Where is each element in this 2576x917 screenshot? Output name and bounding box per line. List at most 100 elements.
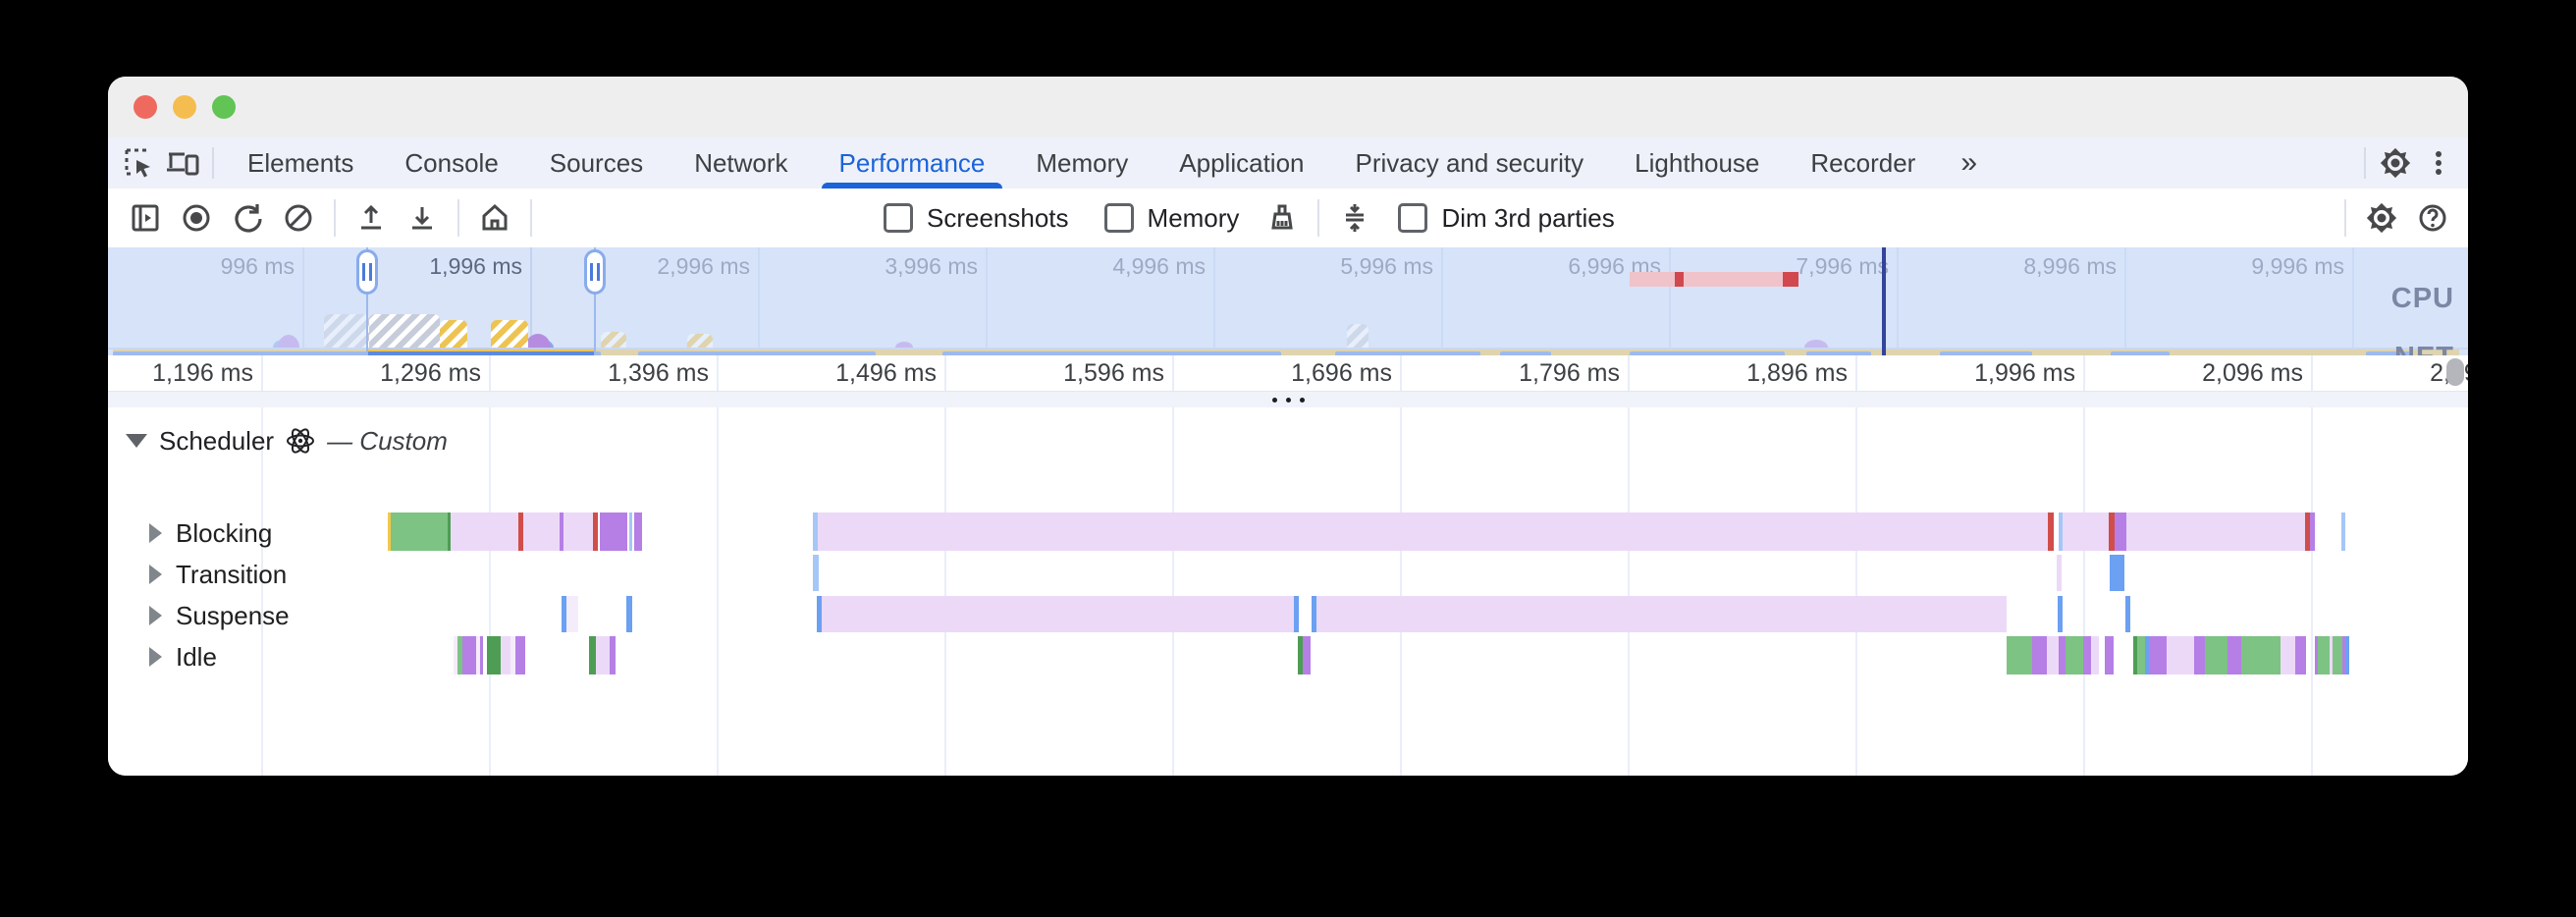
flamechart-entry[interactable] bbox=[566, 596, 578, 632]
flamechart-entry[interactable] bbox=[2149, 636, 2167, 674]
inspect-icon[interactable] bbox=[118, 141, 161, 185]
flamechart-entry[interactable] bbox=[822, 596, 1294, 632]
track-row-blocking[interactable]: Blocking bbox=[149, 513, 272, 553]
flamechart-entry[interactable] bbox=[2167, 636, 2194, 674]
flamechart-entry[interactable] bbox=[610, 636, 616, 674]
save-profile-icon[interactable] bbox=[397, 194, 448, 242]
flamechart-entry[interactable] bbox=[2126, 512, 2305, 551]
tab-privacy-and-security[interactable]: Privacy and security bbox=[1355, 147, 1584, 178]
flamechart-entry[interactable] bbox=[2110, 555, 2124, 591]
flamechart-entry[interactable] bbox=[2059, 636, 2066, 674]
memory-checkbox[interactable]: Memory bbox=[1103, 203, 1239, 234]
collapse-triangle-icon[interactable] bbox=[126, 434, 147, 448]
flamechart-entry[interactable] bbox=[476, 636, 480, 674]
flamechart-entry[interactable] bbox=[2133, 636, 2137, 674]
memory-checkbox-box[interactable] bbox=[1103, 203, 1134, 233]
flamechart-entry[interactable] bbox=[2109, 512, 2115, 551]
flamechart-entry[interactable] bbox=[2241, 636, 2281, 674]
flamechart-entry[interactable] bbox=[2058, 596, 2063, 632]
flamechart-entry[interactable] bbox=[2305, 512, 2310, 551]
flamechart-entry[interactable] bbox=[560, 512, 564, 551]
flamechart-entry[interactable] bbox=[813, 555, 819, 591]
screenshots-checkbox-box[interactable] bbox=[884, 203, 913, 233]
flamechart-entry[interactable] bbox=[2333, 636, 2342, 674]
flamechart-entry[interactable] bbox=[600, 512, 627, 551]
flamechart-entry[interactable] bbox=[2145, 636, 2149, 674]
flamechart-entry[interactable] bbox=[1298, 636, 1303, 674]
flamechart-entry[interactable] bbox=[634, 512, 642, 551]
flamechart-entry[interactable] bbox=[818, 512, 2048, 551]
flamechart-entry[interactable] bbox=[2281, 636, 2295, 674]
flamechart-entry[interactable] bbox=[391, 512, 448, 551]
flamechart-entry[interactable] bbox=[2137, 636, 2145, 674]
timeline-overview[interactable]: 996 ms1,996 ms2,996 ms3,996 ms4,996 ms5,… bbox=[108, 247, 2468, 355]
flamechart-entry[interactable] bbox=[515, 636, 525, 674]
flamechart-entry[interactable] bbox=[388, 512, 391, 551]
flamechart-entry[interactable] bbox=[451, 512, 597, 551]
flamechart-entry[interactable] bbox=[817, 596, 822, 632]
tab-performance[interactable]: Performance bbox=[814, 137, 1011, 189]
track-row-idle[interactable]: Idle bbox=[149, 637, 217, 676]
load-profile-icon[interactable] bbox=[346, 194, 397, 242]
dim-3rd-parties-checkbox-box[interactable] bbox=[1398, 203, 1428, 233]
toggle-sidebar-icon[interactable] bbox=[120, 194, 171, 242]
collect-garbage-icon[interactable] bbox=[1257, 194, 1308, 242]
zoom-window-button[interactable] bbox=[212, 95, 236, 119]
flamechart-entry[interactable] bbox=[596, 636, 610, 674]
flamechart-entry[interactable] bbox=[2205, 636, 2227, 674]
expand-triangle-icon[interactable] bbox=[149, 523, 162, 543]
titlebar[interactable] bbox=[108, 77, 2468, 138]
kebab-menu-icon[interactable] bbox=[2417, 141, 2460, 185]
tab-sources[interactable]: Sources bbox=[549, 147, 644, 178]
expand-triangle-icon[interactable] bbox=[149, 647, 162, 667]
flamechart-entry[interactable] bbox=[2007, 636, 2032, 674]
selection-handle-right[interactable] bbox=[584, 249, 606, 295]
expand-triangle-icon[interactable] bbox=[149, 565, 162, 584]
flamechart-entry[interactable] bbox=[2083, 636, 2091, 674]
flamechart-entry[interactable] bbox=[2345, 636, 2349, 674]
flamechart-entry[interactable] bbox=[454, 636, 457, 674]
flamechart-entry[interactable] bbox=[2059, 512, 2063, 551]
minimize-window-button[interactable] bbox=[173, 95, 196, 119]
flamechart-entry[interactable] bbox=[2057, 555, 2062, 591]
flamechart-entry[interactable] bbox=[1312, 596, 1316, 632]
flamechart-entry[interactable] bbox=[2125, 596, 2130, 632]
tab-network[interactable]: Network bbox=[694, 147, 788, 178]
tab-lighthouse[interactable]: Lighthouse bbox=[1635, 147, 1760, 178]
tab-elements[interactable]: Elements bbox=[247, 147, 354, 178]
flamechart-entry[interactable] bbox=[2032, 636, 2047, 674]
record-icon[interactable] bbox=[171, 194, 222, 242]
flamechart-entry[interactable] bbox=[2342, 636, 2345, 674]
screenshots-checkbox[interactable]: Screenshots bbox=[884, 203, 1069, 234]
settings-gear-icon[interactable] bbox=[2374, 141, 2417, 185]
track-row-suspense[interactable]: Suspense bbox=[149, 596, 290, 635]
tab-memory[interactable]: Memory bbox=[1036, 147, 1129, 178]
help-icon[interactable] bbox=[2407, 194, 2458, 242]
flamechart-entry[interactable] bbox=[462, 636, 476, 674]
flamechart-entry[interactable] bbox=[457, 636, 462, 674]
flamechart-entry[interactable] bbox=[2310, 512, 2315, 551]
flamechart-entry[interactable] bbox=[1294, 596, 1299, 632]
selection-handle-left[interactable] bbox=[356, 249, 378, 295]
more-tabs-button[interactable]: » bbox=[1960, 146, 1978, 179]
tab-recorder[interactable]: Recorder bbox=[1810, 147, 1916, 178]
expand-triangle-icon[interactable] bbox=[149, 606, 162, 625]
flamechart-entry[interactable] bbox=[2047, 636, 2059, 674]
flamechart-entry[interactable] bbox=[2048, 512, 2054, 551]
flamechart-entry[interactable] bbox=[2194, 636, 2205, 674]
flamechart-entry[interactable] bbox=[2115, 512, 2126, 551]
flamechart-entry[interactable] bbox=[2227, 636, 2241, 674]
flamechart-entry[interactable] bbox=[2105, 636, 2114, 674]
dim-3rd-parties-checkbox[interactable]: Dim 3rd parties bbox=[1398, 203, 1615, 234]
track-row-transition[interactable]: Transition bbox=[149, 555, 287, 594]
flamechart-entry[interactable] bbox=[2341, 512, 2345, 551]
playhead-cursor[interactable] bbox=[1882, 247, 1886, 355]
collapse-arrows-icon[interactable] bbox=[1329, 194, 1380, 242]
flamechart-entry[interactable] bbox=[480, 636, 483, 674]
tab-application[interactable]: Application bbox=[1179, 147, 1305, 178]
flamechart-entry[interactable] bbox=[593, 512, 598, 551]
flamechart-entry[interactable] bbox=[2330, 636, 2333, 674]
flamechart-entry[interactable] bbox=[510, 636, 515, 674]
